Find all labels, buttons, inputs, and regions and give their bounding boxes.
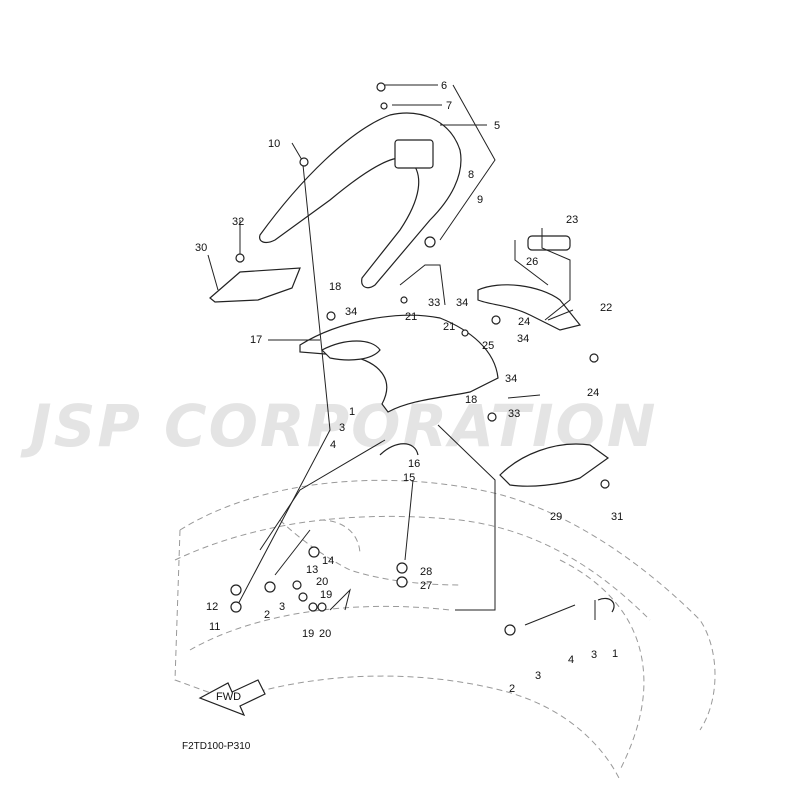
callout-24b: 24: [587, 387, 599, 399]
callout-34c: 34: [517, 333, 529, 345]
callout-34d: 34: [505, 373, 517, 385]
callout-30: 30: [195, 242, 207, 254]
callout-33a: 33: [428, 297, 440, 309]
callout-4b: 4: [568, 654, 574, 666]
callout-10: 10: [268, 138, 280, 150]
leader-lines: [207, 84, 596, 626]
callout-32: 32: [232, 216, 244, 228]
fwd-arrow: FWD: [198, 679, 266, 717]
callout-12: 12: [206, 601, 218, 613]
diagram-code: F2TD100-P310: [182, 741, 251, 752]
hull-outline: [174, 479, 716, 781]
seat-cover-part: [259, 112, 462, 289]
callout-33b: 33: [508, 408, 520, 420]
callout-2a: 2: [264, 609, 270, 621]
callout-29: 29: [550, 511, 562, 523]
callout-3a: 3: [339, 422, 345, 434]
callout-8: 8: [468, 169, 474, 181]
callout-7: 7: [446, 100, 452, 112]
callout-19a: 19: [320, 589, 332, 601]
callout-21a: 21: [405, 311, 417, 323]
callout-27: 27: [420, 580, 432, 592]
callout-23: 23: [566, 214, 578, 226]
callout-25: 25: [482, 340, 494, 352]
callout-3d: 3: [535, 670, 541, 682]
callout-13: 13: [306, 564, 318, 576]
callout-28: 28: [420, 566, 432, 578]
callout-20b: 20: [319, 628, 331, 640]
callout-16: 16: [408, 458, 420, 470]
callout-24a: 24: [518, 316, 530, 328]
callouts: 6 7 5 10 8 9 32 30 23 26 18 34 33 34 22 …: [195, 80, 623, 695]
callout-3b: 3: [279, 601, 285, 613]
callout-15: 15: [403, 472, 415, 484]
fwd-label: FWD: [216, 691, 241, 703]
callout-3c: 3: [591, 649, 597, 661]
callout-26: 26: [526, 256, 538, 268]
callout-1b: 1: [612, 648, 618, 660]
callout-1a: 1: [349, 406, 355, 418]
right-side-parts: [477, 235, 610, 487]
callout-34a: 34: [345, 306, 357, 318]
callout-9: 9: [477, 194, 483, 206]
callout-21b: 21: [443, 321, 455, 333]
callout-17: 17: [250, 334, 262, 346]
callout-5: 5: [494, 120, 500, 132]
callout-20a: 20: [316, 576, 328, 588]
callout-19b: 19: [302, 628, 314, 640]
callout-11: 11: [209, 621, 220, 633]
callout-18b: 18: [465, 394, 477, 406]
callout-2b: 2: [509, 683, 515, 695]
callout-22: 22: [600, 302, 612, 314]
side-panel-left-part: [209, 267, 301, 303]
callout-18a: 18: [329, 281, 341, 293]
callout-34b: 34: [456, 297, 468, 309]
callout-14: 14: [322, 555, 334, 567]
callout-4a: 4: [330, 439, 336, 451]
rear-deck-part: [299, 314, 499, 413]
callout-6: 6: [441, 80, 447, 92]
fasteners: [230, 82, 615, 636]
callout-31: 31: [611, 511, 623, 523]
